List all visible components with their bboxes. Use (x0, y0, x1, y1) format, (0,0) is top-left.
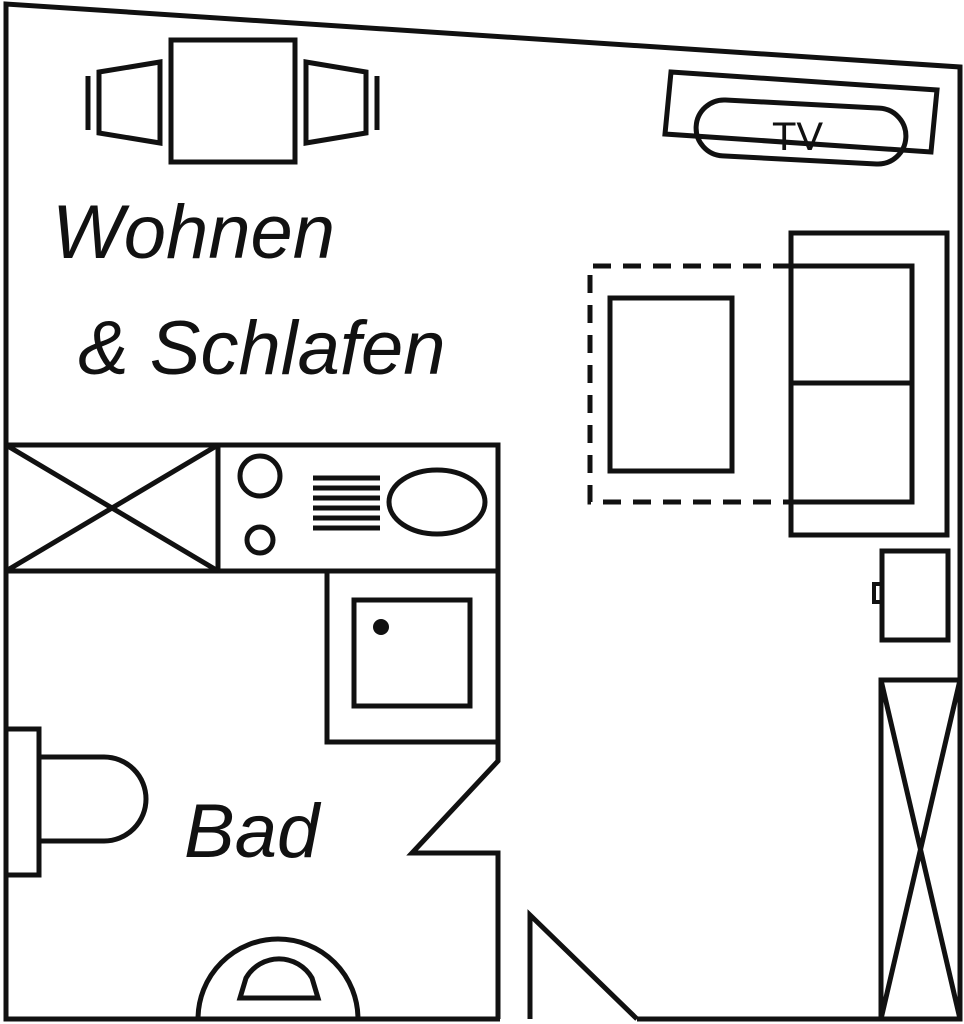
right-wall-furniture (872, 548, 963, 1022)
chair-right (303, 59, 369, 146)
hob-large (237, 453, 283, 499)
shower-tray (351, 597, 473, 709)
fridge-cross-2 (4, 442, 220, 574)
washbasin (195, 936, 361, 1020)
sofa-bed-group (587, 230, 950, 538)
shower-drain (373, 619, 389, 635)
tv-group: TV (662, 69, 940, 167)
entrance-door (527, 909, 639, 1021)
dining-table (168, 37, 298, 165)
wardrobe (878, 677, 963, 1022)
tv-label: TV (772, 115, 823, 159)
toilet-bowl (39, 754, 149, 844)
bathroom-wall (406, 742, 501, 1019)
room-label-bath: Bad (184, 789, 322, 874)
tv (693, 97, 909, 167)
drainer (313, 475, 380, 531)
room-label-living: Wohnen (52, 190, 335, 275)
bathroom (3, 568, 501, 1020)
dining-table-group (85, 37, 380, 165)
shower-enclosure (324, 568, 501, 745)
kitchenette (4, 442, 501, 574)
sink (386, 467, 488, 537)
coffee-table (607, 295, 735, 474)
room-label-sleeping: & Schlafen (78, 306, 446, 391)
tv-sideboard (662, 69, 940, 155)
nightstand (879, 548, 951, 643)
chair-left (96, 59, 163, 146)
hob-small (244, 524, 276, 556)
sofa-bed-extended-outline (587, 263, 791, 505)
toilet-tank (3, 726, 42, 878)
